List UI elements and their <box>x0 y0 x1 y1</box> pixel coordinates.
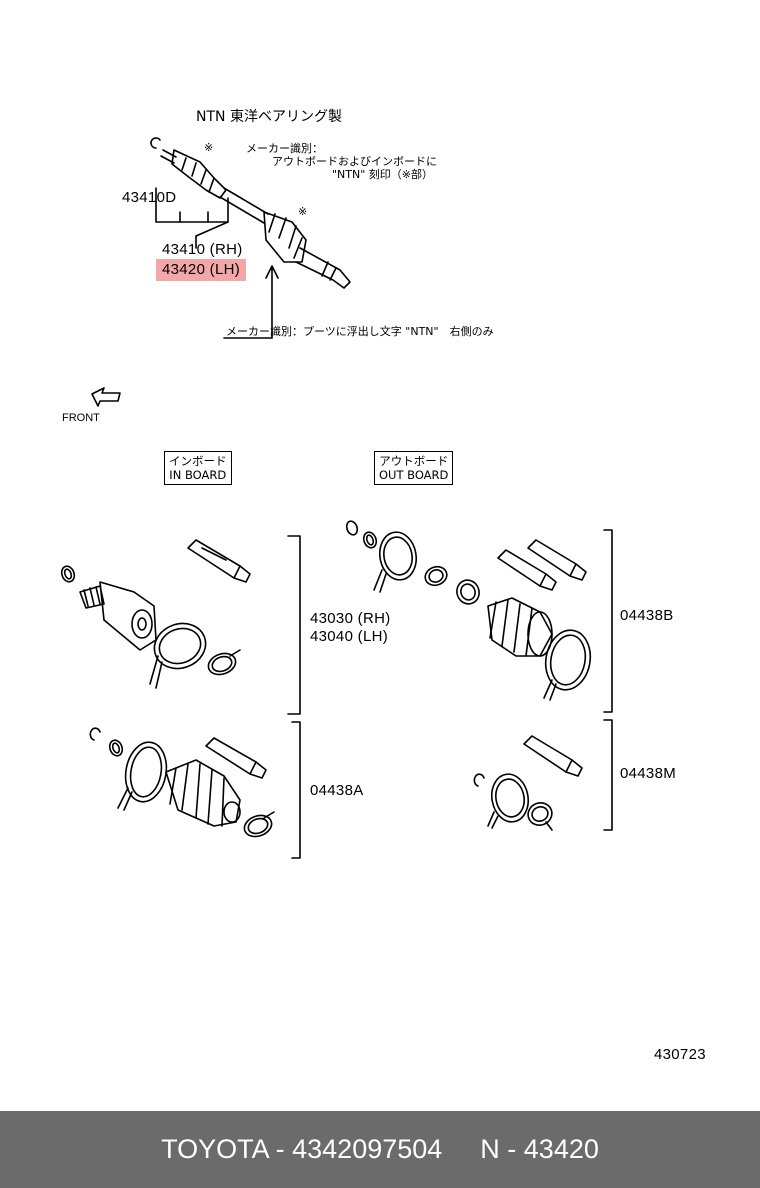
outboard-box-jp: アウトボード <box>379 454 449 468</box>
footer-short-part-number: N - 43420 <box>480 1134 599 1164</box>
front-label: FRONT <box>62 412 100 424</box>
part-label-04438m: 04438M <box>620 765 677 782</box>
outboard-box-en: OUT BOARD <box>379 468 449 482</box>
bracket-inner-joint <box>287 535 301 715</box>
maker-note-line-1: メーカー識別： <box>246 142 323 155</box>
inboard-box-en: IN BOARD <box>169 468 227 482</box>
part-label-43040-lh: 43040 (LH) <box>310 628 389 645</box>
part-label-43410-rh: 43410 (RH) <box>162 241 243 258</box>
part-label-43030-rh: 43030 (RH) <box>310 610 391 627</box>
part-label-43410d: 43410D <box>122 189 177 206</box>
drive-shaft-assembly-illustration <box>150 137 351 339</box>
inboard-box-jp: インボード <box>169 454 227 468</box>
footer-brand-part-number: TOYOTA - 4342097504 <box>161 1134 443 1164</box>
boot-maker-note: メーカー識別：プーツに浮出し文字 "NTN" 右側のみ <box>226 325 494 338</box>
maker-note-line-3: "NTN" 刻印（※部） <box>332 168 434 181</box>
inboard-box-label: インボード IN BOARD <box>164 451 232 485</box>
bracket-outboard-small-kit <box>603 719 613 831</box>
outboard-small-kit-illustration <box>473 735 583 831</box>
front-arrow-icon <box>91 387 121 407</box>
part-label-04438a: 04438A <box>310 782 364 799</box>
outboard-kit-group-illustration <box>345 520 592 701</box>
parts-diagram-drawing <box>60 137 613 859</box>
part-label-04438b: 04438B <box>620 607 674 624</box>
asterisk-mark-1: ※ <box>204 141 214 154</box>
diagram-number: 430723 <box>654 1046 706 1063</box>
outboard-box-label: アウトボード OUT BOARD <box>374 451 454 485</box>
footer-bar: TOYOTA - 4342097504 N - 43420 <box>0 1111 760 1188</box>
manufacturer-title: NTN 東洋ベアリング製 <box>196 109 342 125</box>
inboard-boot-kit-illustration <box>89 727 275 838</box>
asterisk-mark-2: ※ <box>298 205 308 218</box>
maker-note-line-2: アウトボードおよびインボードに <box>272 155 437 168</box>
part-label-43420-lh-highlighted: 43420 (LH) <box>156 259 247 281</box>
bracket-inboard-boot-kit <box>291 721 301 859</box>
inner-joint-group-illustration <box>60 539 251 689</box>
bracket-outboard-kit <box>603 529 613 713</box>
